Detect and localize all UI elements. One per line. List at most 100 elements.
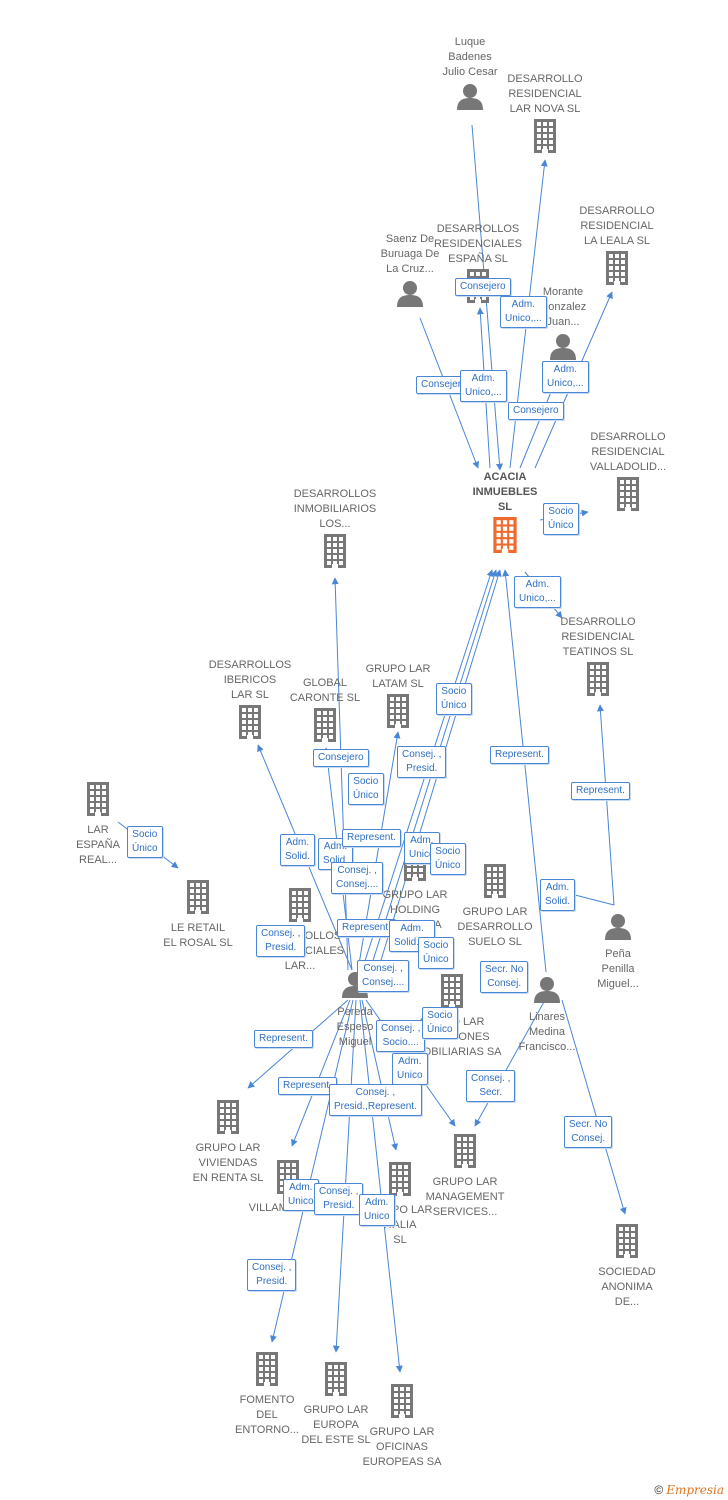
building-icon bbox=[340, 1162, 460, 1201]
building-icon bbox=[485, 119, 605, 158]
node-larlatam[interactable]: GRUPO LAR LATAM SL bbox=[338, 662, 458, 735]
building-icon bbox=[342, 1384, 462, 1423]
node-pena[interactable]: Peña Penilla Miguel... bbox=[558, 910, 678, 992]
building-icon bbox=[276, 1362, 396, 1401]
node-label: SOCIEDAD ANONIMA DE... bbox=[598, 1266, 656, 1308]
relation-badge[interactable]: Consej. , Consej.... bbox=[331, 862, 384, 894]
brand-footer[interactable]: ©Empresia bbox=[654, 1483, 724, 1497]
node-globalcaronte[interactable]: GLOBAL CARONTE SL bbox=[265, 676, 385, 749]
relation-badge[interactable]: Socio Único bbox=[422, 1007, 458, 1039]
building-icon bbox=[445, 517, 565, 558]
node-label: DESARROLLOS INMOBILIARIOS LOS... bbox=[293, 488, 377, 530]
relation-badge[interactable]: Adm. Unico,... bbox=[514, 576, 561, 608]
relation-badge[interactable]: Consejero bbox=[455, 278, 511, 296]
building-icon bbox=[568, 477, 688, 516]
node-label: DESARROLLO RESIDENCIAL LA LEALA SL bbox=[579, 205, 655, 247]
building-icon bbox=[138, 880, 258, 919]
node-drlarnova[interactable]: DESARROLLO RESIDENCIAL LAR NOVA SL bbox=[485, 72, 605, 160]
node-acacia[interactable]: ACACIA INMUEBLES SL bbox=[445, 470, 565, 560]
relation-badge[interactable]: Represent. bbox=[342, 829, 401, 847]
building-icon bbox=[38, 782, 158, 821]
node-leretail[interactable]: LE RETAIL EL ROSAL SL bbox=[138, 878, 258, 951]
relation-badge[interactable]: Adm. Unico,... bbox=[542, 361, 589, 393]
relation-badge[interactable]: Adm. Solid. bbox=[540, 879, 576, 911]
person-icon bbox=[350, 279, 470, 312]
relation-badge[interactable]: Adm. Unico bbox=[392, 1053, 428, 1085]
relation-badge[interactable]: Represent. bbox=[337, 919, 396, 937]
building-icon bbox=[567, 1224, 687, 1263]
relation-badge[interactable]: Adm. Solid. bbox=[280, 834, 316, 866]
edge-8 bbox=[331, 577, 349, 971]
relation-badge[interactable]: Represent. bbox=[490, 746, 549, 764]
relation-badge[interactable]: Adm. Unico,... bbox=[460, 370, 507, 402]
edge-16 bbox=[596, 704, 615, 906]
node-desarrollosuelo[interactable]: GRUPO LAR DESARROLLO SUELO SL bbox=[435, 862, 555, 950]
relation-badge[interactable]: Consej. , Presid. bbox=[256, 925, 306, 957]
edge-20 bbox=[291, 999, 351, 1147]
relation-badge[interactable]: Socio Único bbox=[127, 826, 163, 858]
relation-badge[interactable]: Consejero bbox=[508, 402, 564, 420]
relation-badge[interactable]: Adm. Unico,... bbox=[500, 296, 547, 328]
building-icon bbox=[207, 1352, 327, 1391]
node-dibericos[interactable]: DESARROLLOS IBERICOS LAR SL bbox=[190, 658, 310, 746]
node-label: GLOBAL CARONTE SL bbox=[289, 677, 361, 704]
node-drleala[interactable]: DESARROLLO RESIDENCIAL LA LEALA SL bbox=[557, 204, 677, 292]
relation-badge[interactable]: Socio Único bbox=[418, 937, 454, 969]
relation-badge[interactable]: Adm. Solid.,... bbox=[389, 920, 436, 952]
relation-badge[interactable]: Represent. bbox=[254, 1030, 313, 1048]
relation-badge[interactable]: Represent. bbox=[571, 782, 630, 800]
relation-badge[interactable]: Consej. , Consej.... bbox=[357, 960, 410, 992]
node-drvalladolid[interactable]: DESARROLLO RESIDENCIAL VALLADOLID... bbox=[568, 430, 688, 518]
relation-badge[interactable]: Consej. , Presid.,Represent. bbox=[329, 1084, 422, 1116]
relation-badge[interactable]: Consej. , Secr. bbox=[466, 1070, 516, 1102]
building-icon bbox=[265, 708, 385, 747]
node-italia[interactable]: GRUPO LAR ITALIA SL bbox=[340, 1160, 460, 1248]
node-label: ACACIA INMUEBLES SL bbox=[472, 471, 538, 513]
node-label: Luque Badenes Julio Cesar bbox=[442, 36, 498, 78]
node-label: DESARROLLO RESIDENCIAL VALLADOLID... bbox=[589, 431, 667, 473]
node-label: Saenz De Buruaga De La Cruz... bbox=[380, 233, 440, 275]
relation-badge[interactable]: Consej. , Presid. bbox=[397, 746, 447, 778]
edge-15 bbox=[502, 569, 547, 973]
relation-badge[interactable]: Secr. No Consej. bbox=[564, 1116, 613, 1148]
node-label: DESARROLLO RESIDENCIAL LAR NOVA SL bbox=[507, 73, 583, 115]
node-luque[interactable]: Luque Badenes Julio Cesar bbox=[410, 35, 530, 117]
edge-22 bbox=[332, 999, 357, 1353]
node-saenz[interactable]: Saenz De Buruaga De La Cruz... bbox=[350, 232, 470, 314]
node-label: Pereda Espeso Miguel bbox=[336, 1006, 374, 1048]
node-fomento[interactable]: FOMENTO DEL ENTORNO... bbox=[207, 1350, 327, 1438]
node-morante[interactable]: Morante Gonzalez Juan... bbox=[503, 285, 623, 367]
edge-27 bbox=[561, 999, 627, 1215]
relation-badge[interactable]: Consej. , Presid. bbox=[314, 1183, 364, 1215]
node-larespana[interactable]: LAR ESPAÑA REAL... bbox=[38, 780, 158, 868]
node-europaeste[interactable]: GRUPO LAR EUROPA DEL ESTE SL bbox=[276, 1360, 396, 1448]
relation-badge[interactable]: Consejero bbox=[313, 749, 369, 767]
relation-badge[interactable]: Socio Único bbox=[543, 503, 579, 535]
building-icon bbox=[275, 534, 395, 573]
brand-logo: Empresia bbox=[666, 1483, 724, 1497]
node-viviendas[interactable]: GRUPO LAR VIVIENDAS EN RENTA SL bbox=[168, 1098, 288, 1186]
relation-badge[interactable]: Socio Único bbox=[430, 843, 466, 875]
node-sociedad[interactable]: SOCIEDAD ANONIMA DE... bbox=[567, 1222, 687, 1310]
building-icon bbox=[405, 1134, 525, 1173]
edge-26 bbox=[474, 999, 546, 1127]
node-linares[interactable]: Linares Medina Francisco... bbox=[487, 973, 607, 1055]
relation-badge[interactable]: Secr. No Consej. bbox=[480, 961, 529, 993]
node-management[interactable]: GRUPO LAR MANAGEMENT SERVICES... bbox=[405, 1132, 525, 1220]
person-icon bbox=[503, 332, 623, 365]
node-label: GRUPO LAR MANAGEMENT SERVICES... bbox=[425, 1176, 505, 1218]
relation-badge[interactable]: Consej. , Presid. bbox=[247, 1259, 297, 1291]
node-label: GRUPO LAR OFICINAS EUROPEAS SA bbox=[362, 1426, 442, 1468]
relation-badge[interactable]: Adm. Unico bbox=[283, 1179, 319, 1211]
node-dilos[interactable]: DESARROLLOS INMOBILIARIOS LOS... bbox=[275, 487, 395, 575]
node-label: DESARROLLOS IBERICOS LAR SL bbox=[208, 659, 292, 701]
edge-24 bbox=[361, 999, 399, 1151]
relation-badge[interactable]: Socio Único bbox=[348, 773, 384, 805]
person-icon bbox=[558, 912, 678, 945]
node-label: GRUPO LAR VIVIENDAS EN RENTA SL bbox=[192, 1142, 264, 1184]
relation-badge[interactable]: Socio Único bbox=[436, 683, 472, 715]
relation-badge[interactable]: Consej. , Socio.... bbox=[376, 1020, 426, 1052]
node-oficinas[interactable]: GRUPO LAR OFICINAS EUROPEAS SA bbox=[342, 1382, 462, 1470]
relation-badge[interactable]: Adm. Unico bbox=[359, 1194, 395, 1226]
node-drteatinos[interactable]: DESARROLLO RESIDENCIAL TEATINOS SL bbox=[538, 615, 658, 703]
